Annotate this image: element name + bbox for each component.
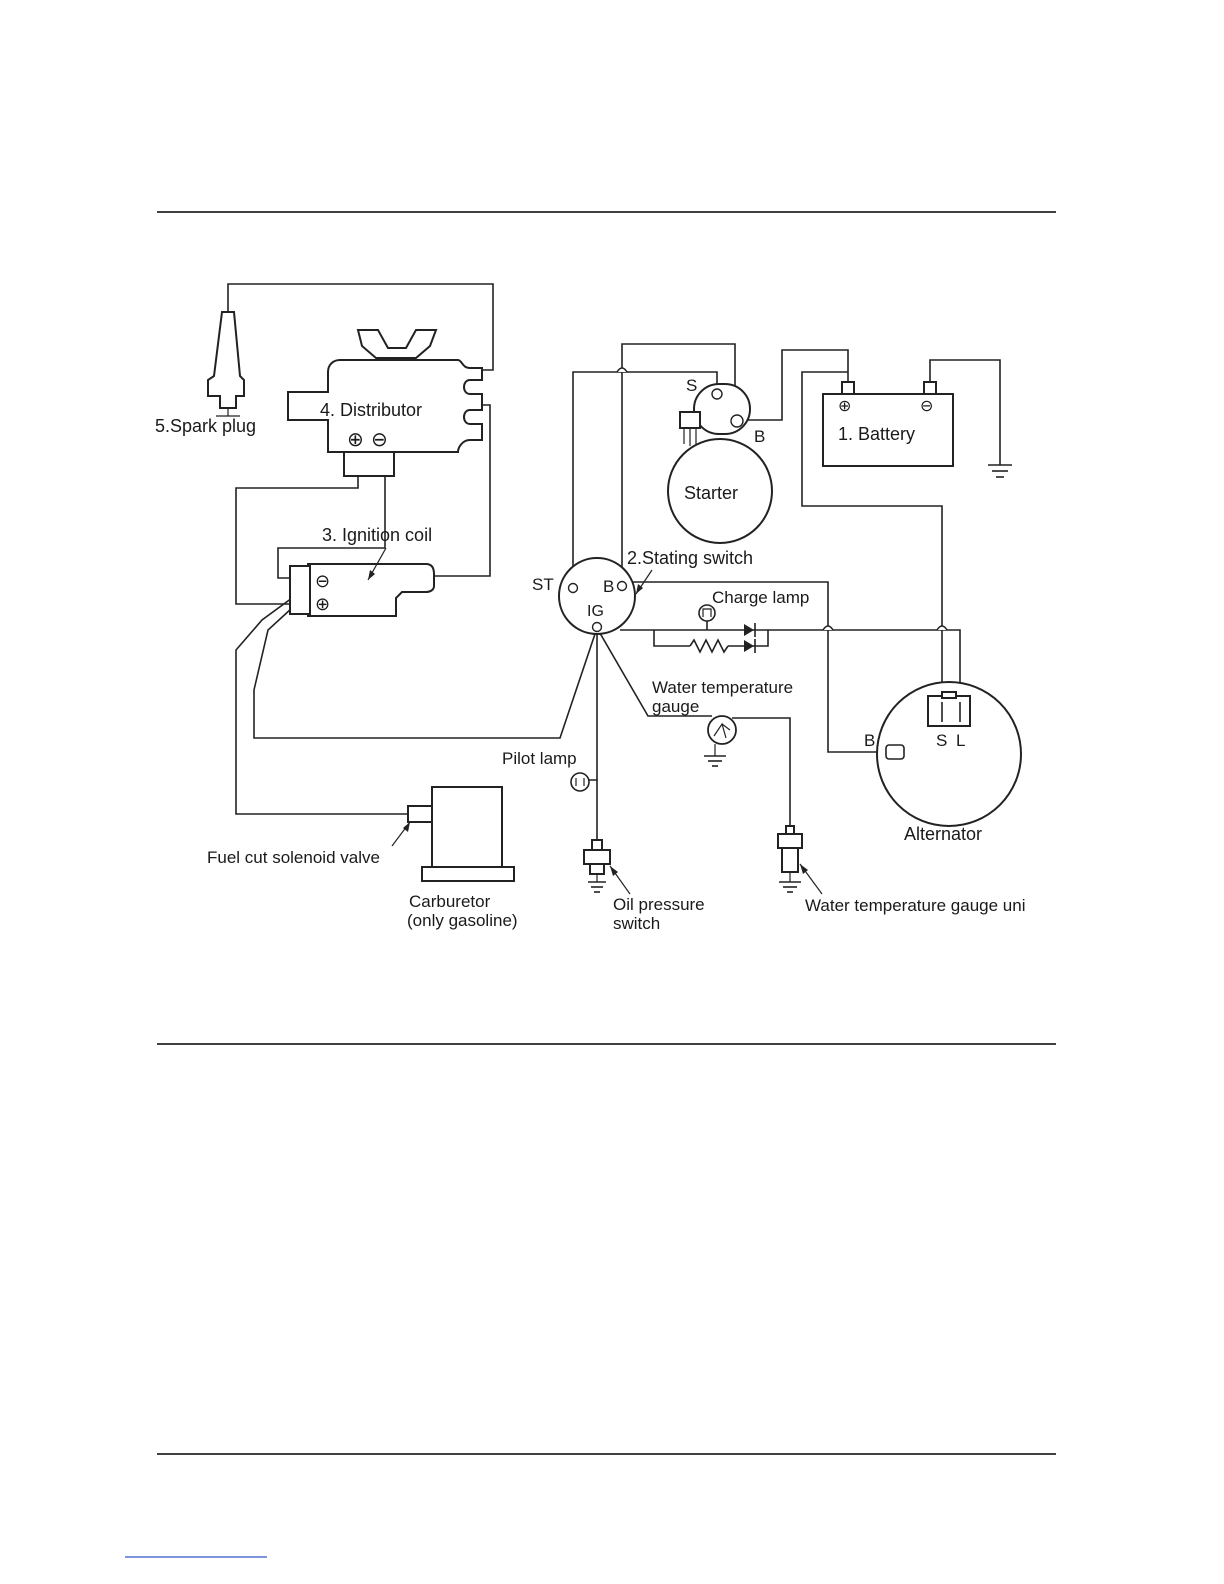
water-temp-gauge-label-line1: Water temperature xyxy=(652,678,793,697)
coil-minus-terminal: ⊖ xyxy=(315,571,330,591)
oil-pressure-label-line2: switch xyxy=(613,914,660,933)
switch-b-label: B xyxy=(603,577,614,596)
starter-s-label: S xyxy=(686,376,697,395)
water-temp-unit-label: Water temperature gauge uni xyxy=(805,896,1026,915)
switch-st-label: ST xyxy=(532,575,554,594)
pilot-lamp: Pilot lamp xyxy=(502,749,589,791)
alternator-label: Alternator xyxy=(904,824,982,844)
battery-plus-terminal: ⊕ xyxy=(838,398,851,415)
alternator-l-label: L xyxy=(956,731,965,750)
distributor-plus-terminal: ⊕ xyxy=(347,429,364,451)
ignition-coil: ⊖ ⊕ 3. Ignition coil xyxy=(290,525,434,616)
water-temp-gauge-label-line2: gauge xyxy=(652,697,699,716)
battery-minus-terminal: ⊖ xyxy=(920,398,933,415)
distributor-minus-terminal: ⊖ xyxy=(371,429,388,451)
spark-plug-label: 5.Spark plug xyxy=(155,416,256,436)
carburetor-label-line2: (only gasoline) xyxy=(407,911,518,930)
battery: ⊕ ⊖ 1. Battery xyxy=(823,382,953,466)
water-temp-gauge-unit: Water temperature gauge uni xyxy=(778,826,1026,915)
battery-label: 1. Battery xyxy=(838,424,915,444)
spark-plug: 5.Spark plug xyxy=(155,312,256,436)
carburetor-label-line1: Carburetor xyxy=(409,892,491,911)
alternator-b-label: B xyxy=(864,731,875,750)
ignition-coil-label: 3. Ignition coil xyxy=(322,525,432,545)
alternator: B S L Alternator xyxy=(864,682,1021,844)
distributor: 4. Distributor ⊕ ⊖ xyxy=(288,330,482,476)
oil-pressure-switch: Oil pressure switch xyxy=(584,840,705,933)
resistor-icon xyxy=(690,640,728,652)
charge-lamp: Charge lamp xyxy=(699,588,809,621)
fuel-cut-solenoid-valve: Fuel cut solenoid valve xyxy=(207,806,432,867)
switch-ig-label: IG xyxy=(587,603,604,620)
coil-plus-terminal: ⊕ xyxy=(315,594,330,614)
alternator-s-label: S xyxy=(936,731,947,750)
fuel-cut-valve-label: Fuel cut solenoid valve xyxy=(207,848,380,867)
battery-ground-icon xyxy=(988,465,1012,477)
distributor-label: 4. Distributor xyxy=(320,400,422,420)
water-temperature-gauge: Water temperature gauge xyxy=(652,678,793,766)
starter-b-label: B xyxy=(754,427,765,446)
starter: S B Starter xyxy=(668,376,772,543)
pilot-lamp-label: Pilot lamp xyxy=(502,749,577,768)
charge-lamp-label: Charge lamp xyxy=(712,588,809,607)
starter-label: Starter xyxy=(684,483,738,503)
diode-icon xyxy=(744,623,755,653)
oil-pressure-label-line1: Oil pressure xyxy=(613,895,705,914)
starting-switch-label: 2.Stating switch xyxy=(627,548,753,568)
